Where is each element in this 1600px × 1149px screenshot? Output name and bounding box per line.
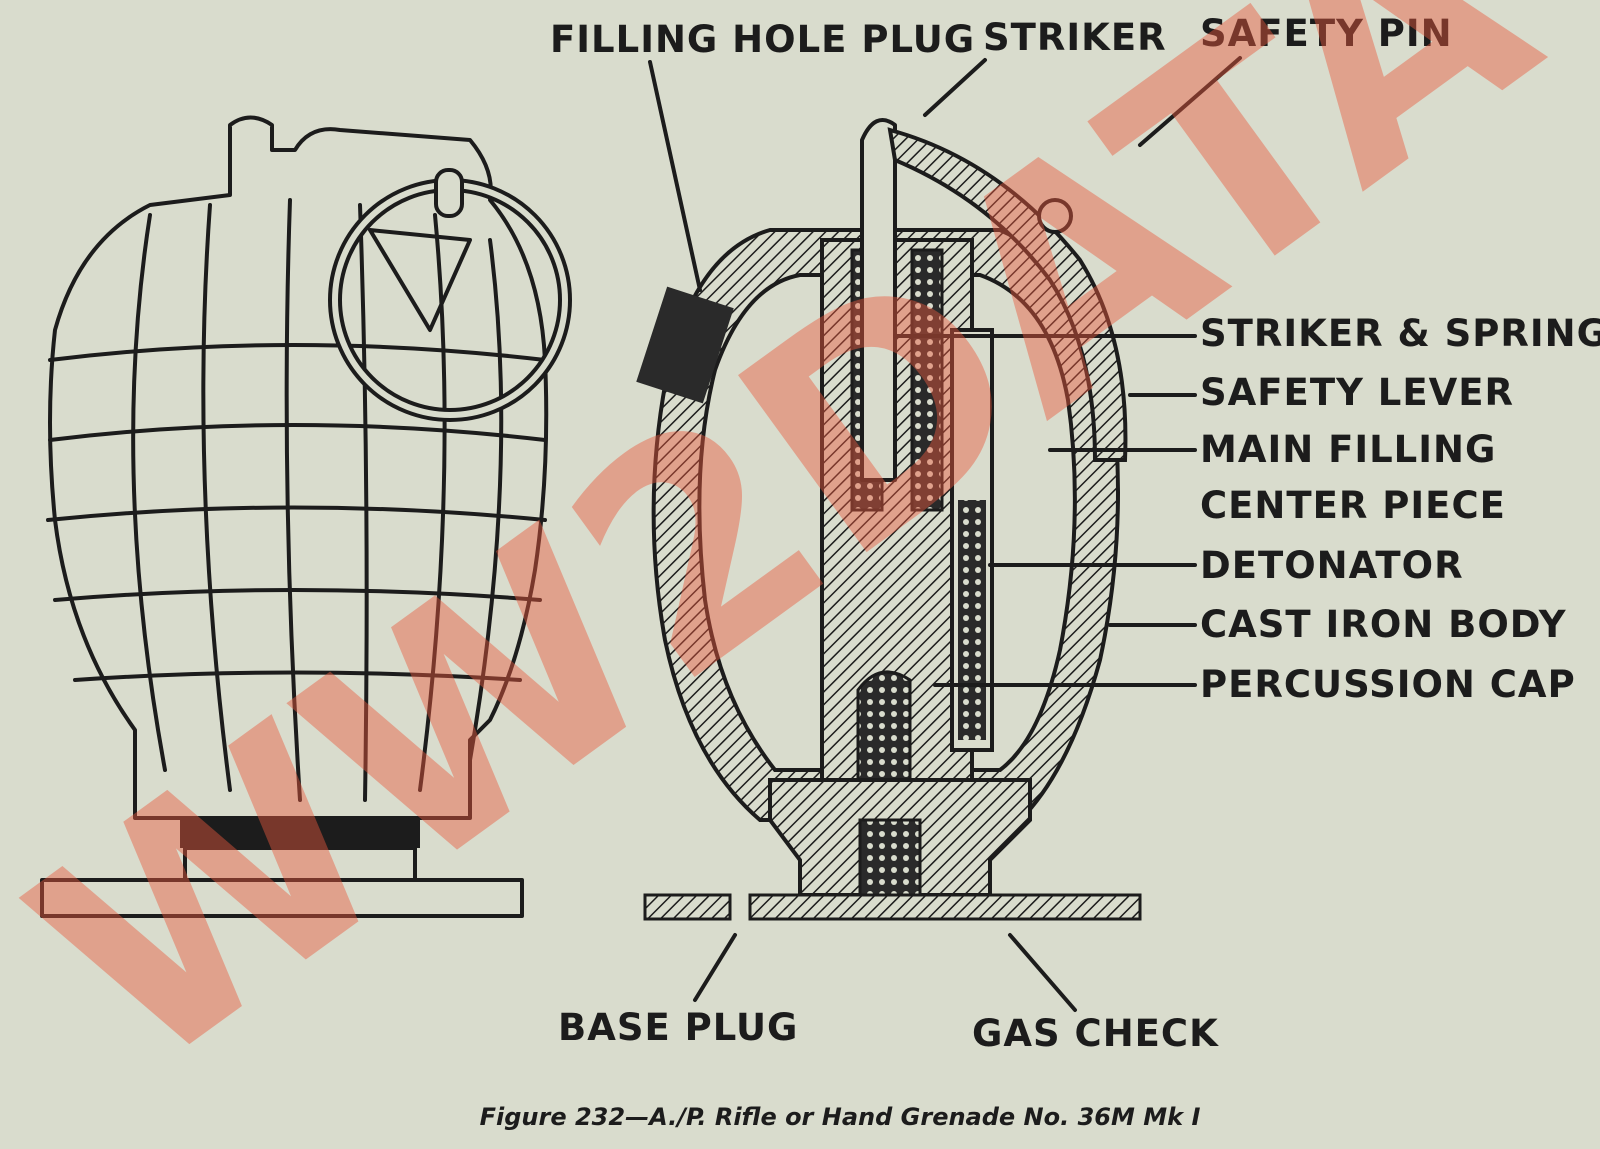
safety-pin-hole (1037, 198, 1073, 234)
striker-spring (910, 248, 944, 512)
segment-groove (468, 238, 504, 762)
label-safety-lever: SAFETY LEVER (1200, 371, 1514, 414)
label-gas-check: GAS CHECK (972, 1012, 1219, 1055)
base-threads (180, 818, 420, 848)
segment-band (48, 343, 547, 362)
gas-check-right (748, 893, 1142, 921)
segment-groove (358, 203, 369, 802)
segment-groove (418, 213, 447, 792)
gas-check-left (643, 893, 732, 921)
leader-striker (923, 58, 987, 117)
filling-hole-plug (636, 286, 734, 404)
leader-base-plug (693, 933, 737, 1002)
grenade-exterior-view (40, 115, 572, 918)
leader-lines (648, 56, 1242, 1012)
segment-groove (201, 203, 232, 792)
label-filling-hole-plug: FILLING HOLE PLUG (550, 18, 975, 61)
label-safety-pin: SAFETY PIN (1200, 12, 1453, 55)
segment-band (46, 505, 547, 522)
leader-filling-hole-plug (648, 60, 702, 292)
figure-caption: Figure 232—A./P. Rifle or Hand Grenade N… (480, 1103, 1201, 1131)
safety-lever (887, 127, 1128, 462)
ring-eye (434, 168, 464, 218)
segment-groove (131, 213, 167, 772)
percussion-cap (856, 670, 912, 782)
segment-groove (284, 198, 302, 802)
striker-rod (860, 118, 897, 482)
base-plug-thread (858, 818, 922, 897)
label-detonator: DETONATOR (1200, 544, 1464, 587)
label-base-plug: BASE PLUG (558, 1006, 798, 1049)
label-percussion-cap: PERCUSSION CAP (1200, 663, 1576, 706)
base-neck (183, 846, 417, 882)
leader-safety-pin (1138, 56, 1242, 147)
base-board (40, 878, 524, 918)
leader-gas-check (1008, 933, 1077, 1012)
detonator-charge (958, 500, 986, 740)
label-main-filling: MAIN FILLING (1200, 428, 1496, 471)
segment-band (48, 423, 547, 442)
segment-band (53, 588, 542, 602)
label-striker-spring: STRIKER & SPRING (1200, 312, 1600, 355)
grenade-section-view (636, 118, 1142, 921)
lever-tip (368, 228, 472, 332)
label-striker: STRIKER (983, 16, 1167, 59)
label-center-piece: CENTER PIECE (1200, 484, 1506, 527)
label-cast-iron-body: CAST IRON BODY (1200, 603, 1567, 646)
